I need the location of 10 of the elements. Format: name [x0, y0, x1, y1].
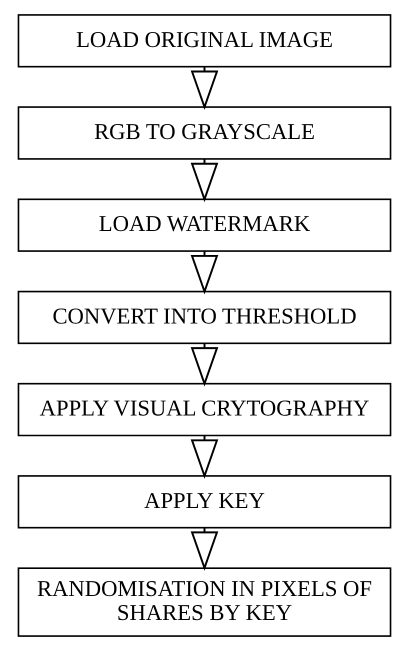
arrow	[190, 251, 218, 294]
node-box: LOAD WATERMARK	[17, 198, 391, 252]
node-box: APPLY KEY	[17, 475, 391, 529]
arrow	[190, 436, 218, 479]
node-box: RGB TO GRAYSCALE	[17, 106, 391, 160]
node-box: LOAD ORIGINAL IMAGE	[17, 14, 391, 68]
arrow	[190, 66, 218, 110]
node-box: CONVERT INTO THRESHOLD	[17, 290, 391, 344]
node-box: RANDOMISATION IN PIXELS OF SHARES BY KEY	[17, 567, 391, 637]
node-box: APPLY VISUAL CRYTOGRAPHY	[17, 382, 391, 436]
